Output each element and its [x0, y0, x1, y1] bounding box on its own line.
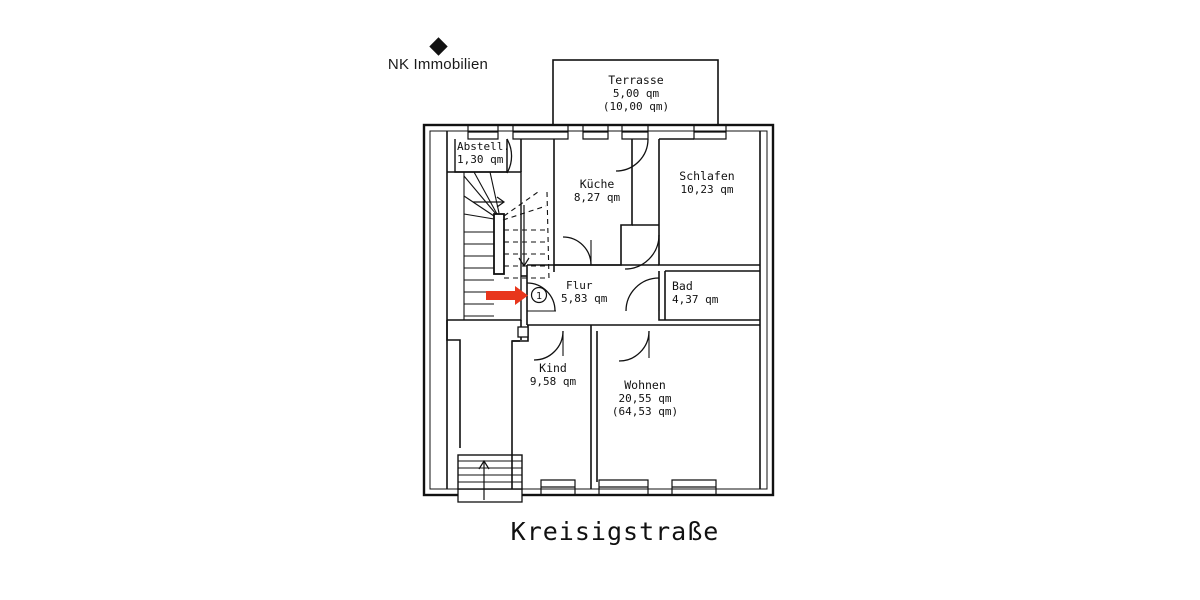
room-area-kind: 9,58 qm — [530, 375, 577, 388]
room-area-flur: 5,83 qm — [561, 292, 608, 305]
bottom-wall-windows — [540, 479, 717, 495]
entrance-marker[interactable]: 1 — [486, 286, 548, 305]
room-area2-wohnen: (64,53 qm) — [612, 405, 678, 418]
room-name-kind: Kind — [539, 361, 567, 375]
room-label-kind: Kind 9,58 qm — [530, 361, 577, 388]
stair-up-arrow-icon — [473, 196, 506, 208]
room-name-terrasse: Terrasse — [608, 73, 663, 87]
room-area-wohnen: 20,55 qm — [619, 392, 672, 405]
top-wall-windows — [467, 125, 727, 140]
room-label-bad: Bad 4,37 qm — [672, 279, 719, 306]
stair-down-arrow-icon — [518, 205, 530, 268]
kind-wall-notch-icon — [517, 326, 529, 338]
room-label-wohnen: Wohnen 20,55 qm (64,53 qm) — [612, 378, 678, 418]
entry-stair-up-arrow-icon — [478, 459, 490, 500]
room-area-kueche: 8,27 qm — [574, 191, 621, 204]
room-area2-terrasse: (10,00 qm) — [603, 100, 669, 113]
room-area-abstell: 1,30 qm — [457, 153, 504, 166]
room-labels: Terrasse 5,00 qm (10,00 qm) Abstell. 1,3… — [457, 73, 735, 418]
room-terrasse-outline — [552, 59, 719, 126]
street-name: Kreisigstraße — [510, 517, 720, 546]
room-label-kueche: Küche 8,27 qm — [574, 177, 621, 204]
marker-number: 1 — [536, 291, 542, 302]
room-name-schlafen: Schlafen — [679, 169, 734, 183]
room-name-kueche: Küche — [580, 177, 615, 191]
door-swings — [506, 138, 660, 362]
room-schlafen-outline — [632, 138, 760, 266]
bottom-stair-landing — [457, 488, 523, 503]
room-kueche-outline — [553, 139, 633, 272]
room-kind-outline — [511, 325, 598, 489]
room-area-schlafen: 10,23 qm — [681, 183, 734, 196]
marker-circle — [530, 286, 548, 304]
room-name-bad: Bad — [672, 279, 693, 293]
room-name-flur: Flur — [566, 279, 593, 292]
red-right-arrow-icon — [486, 286, 528, 305]
stairwell — [447, 171, 550, 500]
brand-name: NK Immobilien — [387, 56, 489, 73]
room-name-wohnen: Wohnen — [624, 378, 666, 392]
room-area-bad: 4,37 qm — [672, 293, 719, 306]
room-area-terrasse: 5,00 qm — [613, 87, 660, 100]
brand-logo: NK Immobilien — [373, 37, 503, 73]
room-label-abstell: Abstell. 1,30 qm — [457, 140, 510, 166]
room-label-terrasse: Terrasse 5,00 qm (10,00 qm) — [603, 73, 669, 113]
room-label-flur: Flur 5,83 qm — [561, 279, 608, 305]
room-label-schlafen: Schlafen 10,23 qm — [679, 169, 734, 196]
room-name-abstell: Abstell. — [457, 140, 510, 153]
